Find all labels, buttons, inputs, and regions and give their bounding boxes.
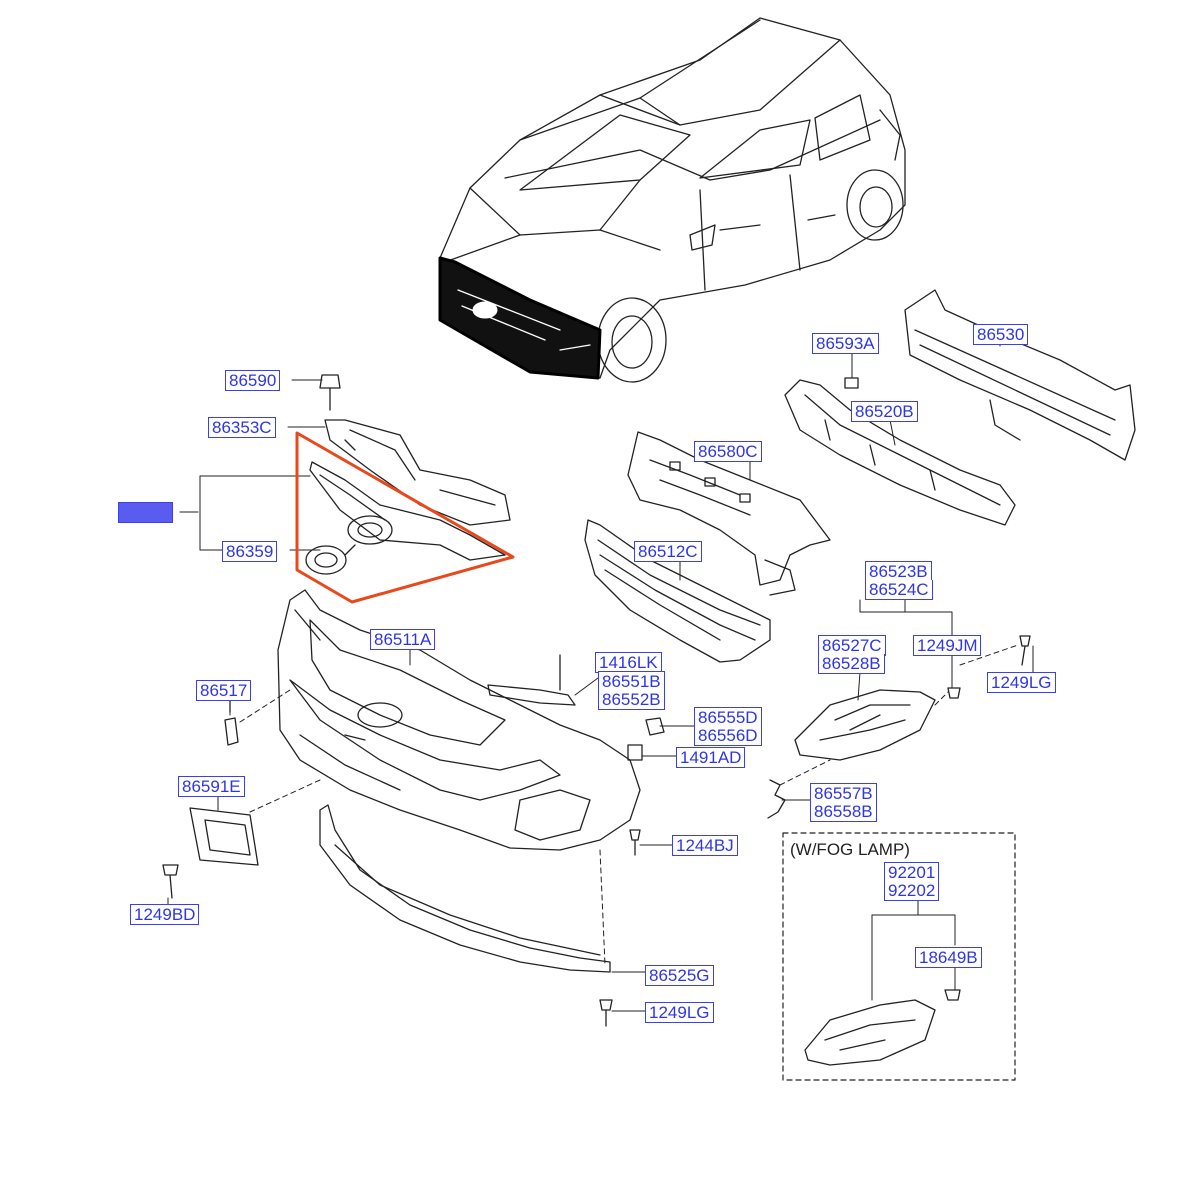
part-label-92201[interactable]: 92201 — [884, 862, 940, 883]
part-label-86523b[interactable]: 86523B — [865, 561, 932, 582]
part-label-86551b[interactable]: 86551B — [598, 671, 665, 692]
fog-lamp-note: (W/FOG LAMP) — [790, 840, 910, 859]
fog-lamp-part — [804, 989, 961, 1066]
part-label-18649b[interactable]: 18649B — [915, 947, 982, 968]
part-label-86527c[interactable]: 86527C — [818, 635, 886, 656]
grille-bracket-part — [319, 374, 511, 526]
part-label-86350[interactable]: 86350 — [118, 502, 174, 523]
bumper-stay-part — [627, 431, 831, 596]
part-label-1244bj[interactable]: 1244BJ — [672, 835, 738, 856]
part-label-1416lk[interactable]: 1416LK — [595, 652, 662, 673]
part-label-86353c[interactable]: 86353C — [208, 417, 276, 438]
grille-molding-part — [305, 461, 506, 575]
part-label-86557b[interactable]: 86557B — [810, 783, 877, 804]
drl-lamp-part — [794, 635, 1031, 761]
part-label-86530[interactable]: 86530 — [973, 324, 1029, 345]
part-label-1249bd[interactable]: 1249BD — [130, 904, 200, 925]
part-label-86511a[interactable]: 86511A — [370, 629, 436, 650]
part-label-86528b[interactable]: 86528B — [818, 654, 885, 674]
side-reflector-part — [224, 699, 239, 746]
part-label-86520b[interactable]: 86520B — [851, 401, 918, 422]
part-label-92202[interactable]: 92202 — [884, 881, 940, 901]
part-label-86524c[interactable]: 86524C — [865, 580, 933, 600]
part-label-86590[interactable]: 86590 — [225, 370, 281, 391]
part-label-86555d[interactable]: 86555D — [694, 707, 762, 728]
part-label-86593a[interactable]: 86593A — [812, 333, 879, 354]
part-label-86512c[interactable]: 86512C — [634, 541, 702, 562]
energy-absorber-part — [784, 377, 1016, 526]
highlight-outline — [295, 431, 515, 604]
license-bracket-part — [162, 807, 259, 899]
part-label-1491ad[interactable]: 1491AD — [676, 747, 746, 768]
part-label-86517[interactable]: 86517 — [196, 680, 252, 701]
retainer-clip-part — [767, 779, 786, 819]
lower-grille-part — [584, 519, 771, 663]
car-illustration — [439, 17, 906, 383]
part-label-86558b[interactable]: 86558B — [810, 802, 877, 822]
part-label-1249lg-bottom[interactable]: 1249LG — [645, 1002, 714, 1023]
part-label-86552b[interactable]: 86552B — [598, 690, 665, 710]
part-label-1249lg-right[interactable]: 1249LG — [987, 672, 1056, 693]
part-label-86591e[interactable]: 86591E — [178, 776, 245, 797]
side-bracket-part — [487, 654, 576, 706]
car-front-highlight — [438, 256, 602, 380]
fog-lamp-option-box — [782, 832, 1016, 1081]
part-label-86556d[interactable]: 86556D — [694, 726, 762, 746]
clip-parts — [599, 717, 665, 1027]
part-label-1249jm[interactable]: 1249JM — [913, 635, 982, 656]
part-label-86580c[interactable]: 86580C — [694, 441, 762, 462]
part-label-86359[interactable]: 86359 — [222, 541, 278, 562]
bumper-cover-part — [277, 589, 641, 851]
lower-lip-part — [319, 804, 611, 973]
part-label-86525g[interactable]: 86525G — [645, 965, 714, 986]
back-beam-part — [904, 289, 1136, 461]
